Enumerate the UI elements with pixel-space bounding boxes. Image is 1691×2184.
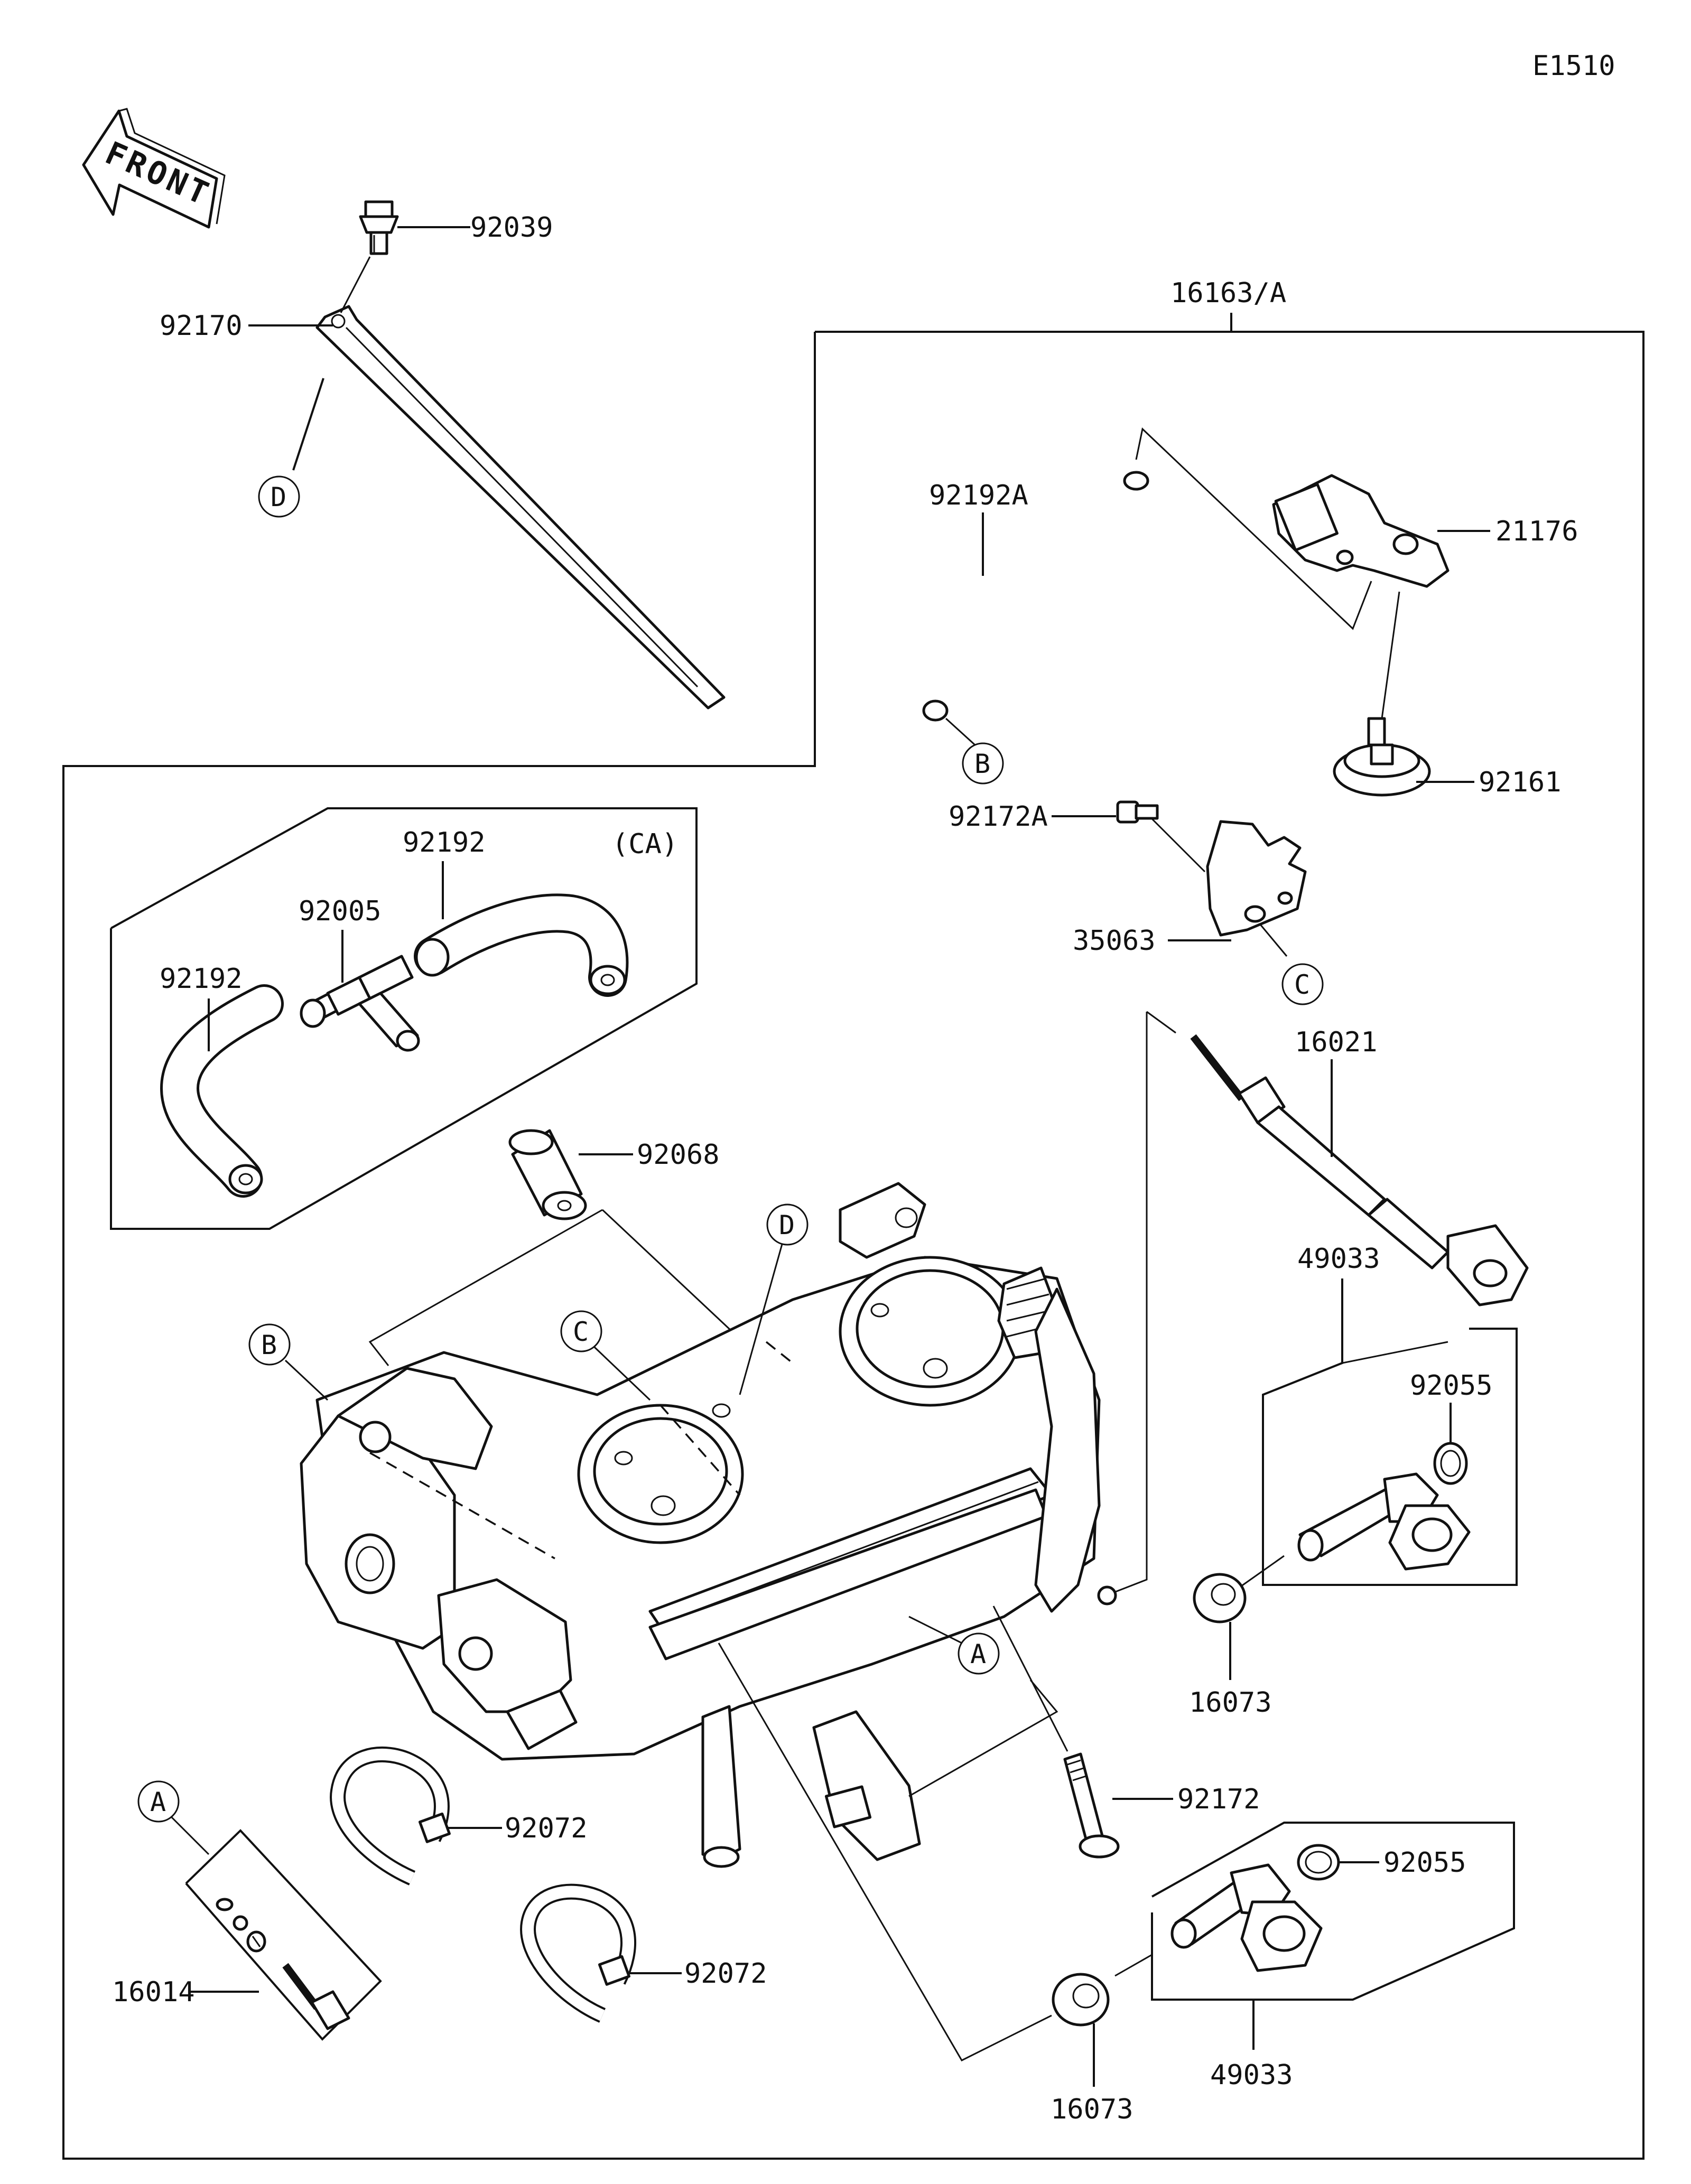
svg-text:A: A <box>150 1787 166 1817</box>
part-label-16021: 16021 <box>1295 1026 1378 1058</box>
part-label-16073-bottom: 16073 <box>1051 2094 1133 2125</box>
part-92072-band-lower <box>520 1883 637 2023</box>
part-label-92005: 92005 <box>299 895 382 927</box>
part-label-92192A: 92192A <box>929 480 1028 511</box>
assembly-boundary-frame <box>62 331 1644 2160</box>
svg-text:B: B <box>261 1330 277 1360</box>
part-92170-ground-strap <box>315 305 726 710</box>
part-label-92172A: 92172A <box>949 801 1048 833</box>
svg-text:B: B <box>974 749 990 779</box>
ref-marker-a-kit: A <box>137 1780 180 1823</box>
part-92172-screw <box>1063 1752 1120 1859</box>
part-label-92055-top: 92055 <box>1410 1370 1493 1402</box>
ref-marker-d-upper: D <box>258 475 300 518</box>
part-49033-injector-top <box>1297 1472 1471 1571</box>
part-label-92072-upper: 92072 <box>505 1813 588 1844</box>
svg-text:C: C <box>573 1317 589 1347</box>
part-label-21176: 21176 <box>1495 516 1578 547</box>
part-label-92039: 92039 <box>470 212 553 244</box>
part-label-92068: 92068 <box>637 1139 720 1171</box>
ref-marker-d-main: D <box>766 1203 809 1246</box>
part-label-16073-right: 16073 <box>1189 1687 1272 1719</box>
part-16021-adjust-screw <box>1190 1034 1529 1306</box>
ref-marker-c-upper: C <box>1281 963 1324 1005</box>
part-label-92170: 92170 <box>160 310 243 342</box>
part-92068-cap <box>508 1129 587 1220</box>
ca-note-label: (CA) <box>612 828 678 860</box>
svg-text:C: C <box>1294 969 1310 1000</box>
ref-marker-a-main: A <box>958 1632 1000 1675</box>
ref-marker-b-upper: B <box>962 742 1004 785</box>
part-92161-grommet <box>1333 717 1431 797</box>
svg-text:D: D <box>779 1210 795 1240</box>
part-label-49033-top: 49033 <box>1297 1243 1380 1275</box>
part-92172A-screw <box>1116 800 1159 824</box>
front-direction-arrow-icon: FRONT <box>82 108 226 229</box>
part-label-16014: 16014 <box>112 1976 195 2008</box>
part-16073-cushion-right <box>1193 1573 1247 1623</box>
part-label-92192-upper: 92192 <box>403 827 486 858</box>
svg-text:A: A <box>970 1639 986 1669</box>
part-label-49033-bottom: 49033 <box>1210 2059 1293 2091</box>
part-92192-hose-upper <box>414 893 629 997</box>
part-label-92192-left: 92192 <box>160 963 243 995</box>
part-92055-oring-top <box>1433 1442 1468 1485</box>
svg-text:D: D <box>271 482 286 512</box>
part-92039-bolt <box>359 200 399 255</box>
part-16073-cushion-bottom <box>1052 1973 1110 2027</box>
part-label-92161: 92161 <box>1479 767 1562 798</box>
part-label-92055-bottom: 92055 <box>1383 1847 1466 1879</box>
throttle-body-assembly <box>300 1182 1117 1868</box>
ref-marker-b-main: B <box>248 1323 291 1366</box>
part-92072-band-upper <box>330 1746 451 1886</box>
part-label-35063: 35063 <box>1073 925 1156 957</box>
diagram-code: E1510 <box>1532 50 1615 82</box>
ca-kit-frame <box>110 807 698 1230</box>
part-92055-oring-bottom <box>1297 1844 1340 1881</box>
part-49033-injector-bottom <box>1170 1863 1323 1972</box>
part-92192-hose-left <box>160 984 284 1198</box>
part-16014-screw-kit <box>216 1898 350 2030</box>
part-92192A-hose <box>876 471 1149 722</box>
part-92005-t-joint <box>300 955 420 1052</box>
part-35063-bracket <box>1206 820 1307 937</box>
assembly-label: 16163/A <box>1170 277 1286 309</box>
ref-marker-c-main: C <box>560 1310 602 1352</box>
part-21176-sensor <box>1272 474 1450 588</box>
part-label-92172: 92172 <box>1177 1784 1260 1815</box>
part-label-92072-lower: 92072 <box>684 1958 767 1990</box>
